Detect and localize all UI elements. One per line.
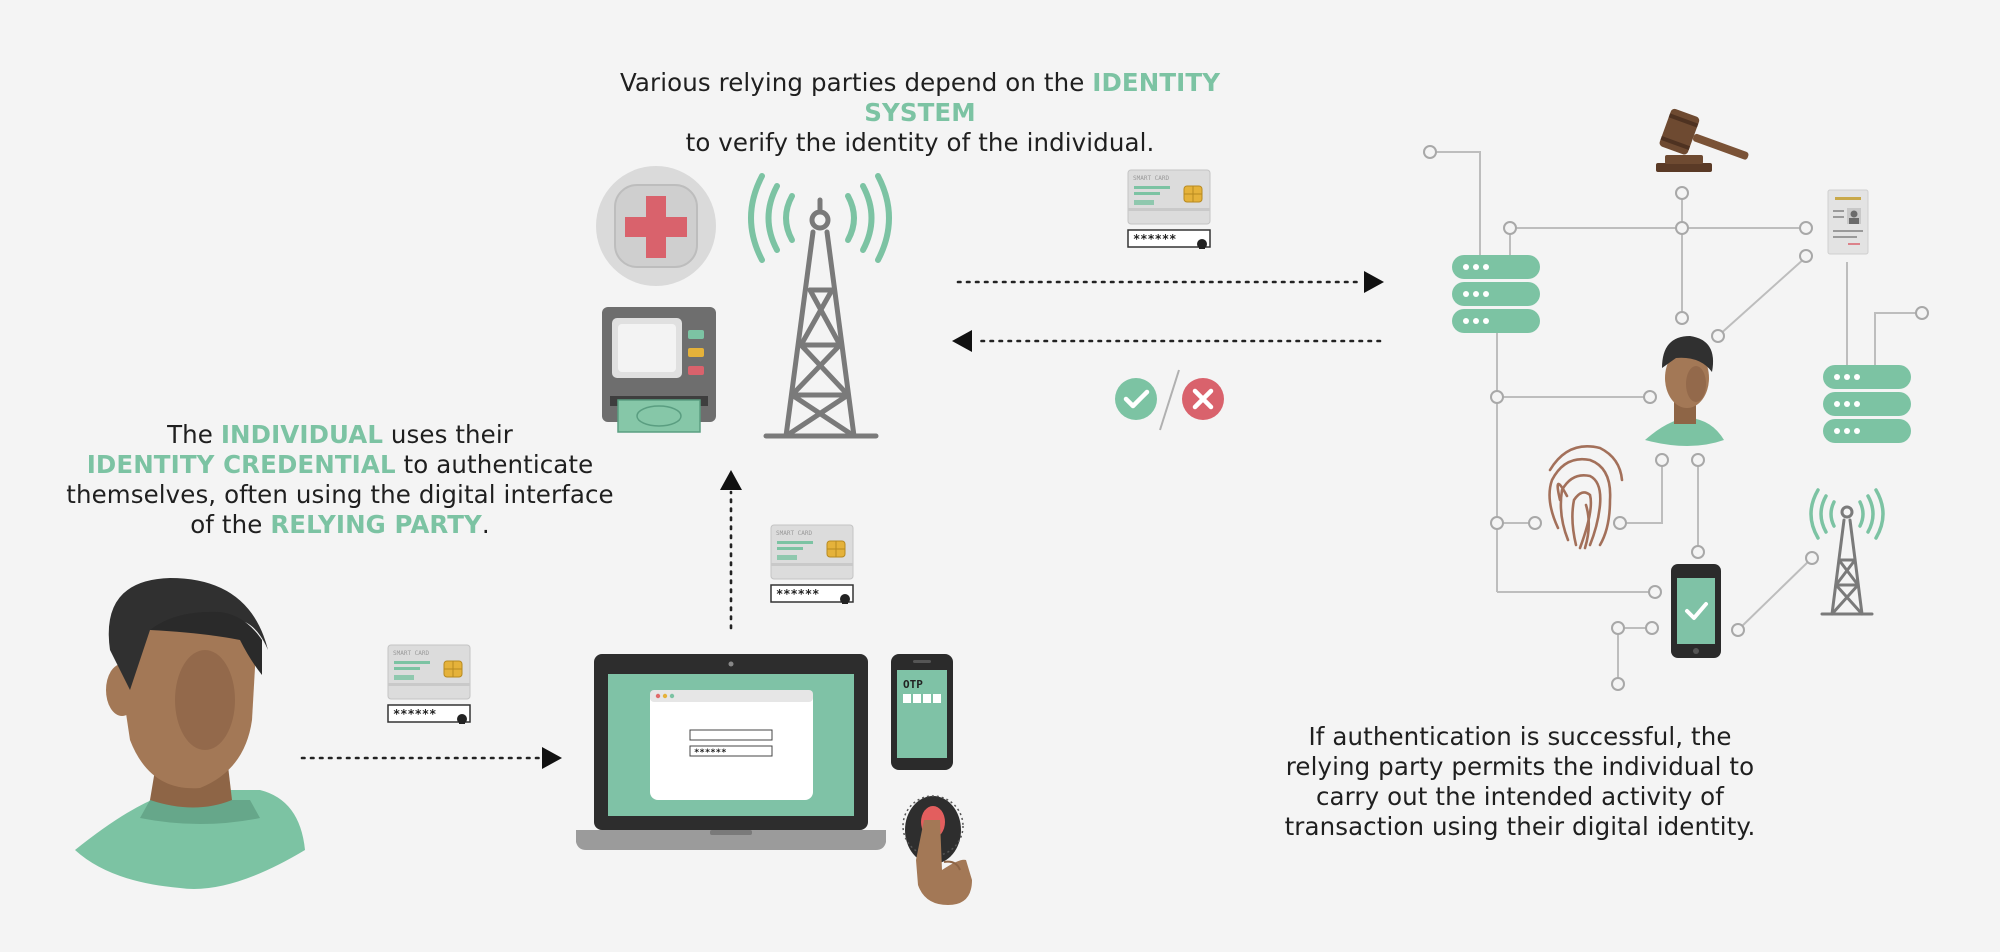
phone-check-icon <box>1671 564 1721 658</box>
phone-otp-icon: OTP <box>891 654 953 770</box>
arrow-to-laptop <box>300 747 562 769</box>
fingerprint-scanner-icon <box>902 795 972 905</box>
caption-individual: The INDIVIDUAL uses their IDENTITY CREDE… <box>66 420 614 539</box>
signal-waves <box>1809 488 1885 540</box>
laptop-icon: ****** <box>576 654 886 850</box>
id-document-icon <box>1827 189 1869 255</box>
gavel-icon <box>1656 108 1749 172</box>
arrow-to-relying-party-response <box>952 330 1382 352</box>
svg-text:OTP: OTP <box>903 678 923 691</box>
person-icon <box>75 578 305 889</box>
caption-identity-system: Various relying parties depend on the ID… <box>619 68 1221 157</box>
svg-text:******: ****** <box>393 707 436 721</box>
svg-text:******: ****** <box>694 748 727 758</box>
person-icon <box>1645 336 1724 446</box>
svg-text:SMART CARD: SMART CARD <box>393 650 430 657</box>
hospital-cross-icon <box>596 166 716 286</box>
caption-authentication-success: If authentication is successful, the rel… <box>1284 722 1756 841</box>
signal-waves <box>748 173 892 263</box>
cell-tower-icon <box>1820 505 1874 616</box>
cell-tower-icon <box>763 197 879 439</box>
atm-icon <box>602 307 716 433</box>
check-icon <box>1115 378 1157 420</box>
cross-icon <box>1182 378 1224 420</box>
svg-text:******: ****** <box>1133 232 1176 246</box>
server-icon <box>1452 255 1540 333</box>
svg-text:SMART CARD: SMART CARD <box>1133 175 1170 182</box>
arrow-to-relying-party <box>720 470 742 630</box>
server-icon <box>1823 365 1911 443</box>
identity-network-nodes <box>1423 145 1929 691</box>
smart-card-icon: SMART CARD ****** <box>770 524 854 605</box>
smart-card-icon: SMART CARD ****** <box>1127 169 1211 250</box>
svg-text:SMART CARD: SMART CARD <box>776 530 813 537</box>
divider-slash <box>1159 369 1180 431</box>
smart-card-icon: SMART CARD ****** <box>387 644 471 725</box>
svg-text:******: ****** <box>776 587 819 601</box>
arrow-to-identity-system <box>956 271 1384 293</box>
fingerprint-icon <box>1548 445 1624 550</box>
